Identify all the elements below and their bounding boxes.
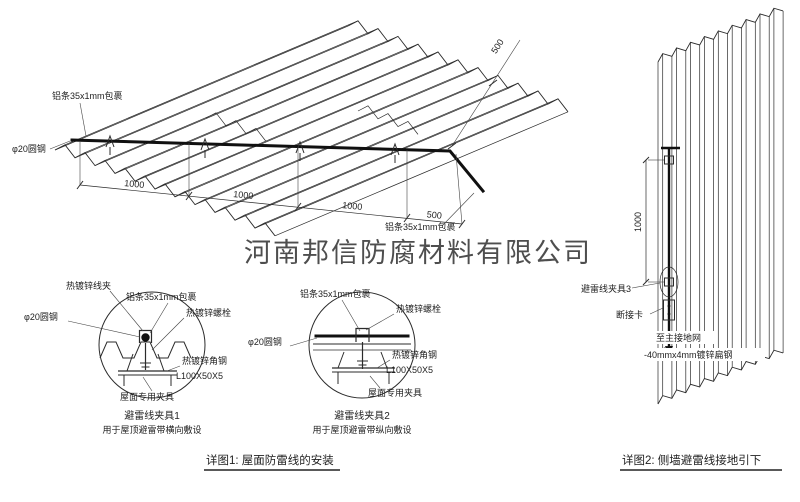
label-to-ground: 至主接地网: [656, 332, 701, 343]
label-strip-2: 铝条35x1mm包裹: [300, 288, 371, 299]
label-aluminum-strip-right: 铝条35x1mm包裹: [385, 221, 456, 232]
roof-dimension-chain: 1000 1000 1000 500: [76, 141, 466, 229]
dim-500: 500: [426, 209, 442, 221]
detail-circle-2: [308, 291, 416, 399]
corrugation-line: [205, 112, 267, 142]
label-angle-size-1: L100X50X5: [176, 371, 223, 381]
corrugation-line: [144, 51, 439, 177]
wall-corrugation-lines: [657, 7, 784, 405]
corrugation-line: [347, 20, 569, 113]
label-roof-fixture-2: 屋面专用夹具: [368, 387, 422, 398]
corrugation-line: [204, 75, 499, 200]
wire-cross-section: [141, 333, 150, 342]
label-roof-fixture-1: 屋面专用夹具: [120, 391, 174, 402]
wall-dim-1000: 1000: [633, 212, 643, 232]
corrugation-line: [74, 33, 369, 159]
dim-1000-b: 1000: [233, 189, 254, 201]
corrugation-line: [184, 67, 479, 192]
corrugation-line: [234, 95, 529, 221]
company-watermark: 河南邦信防腐材料有限公司: [244, 238, 592, 268]
lightning-wire: [70, 138, 486, 194]
wire-clamp-marks: [105, 134, 400, 163]
label-round-steel-roof: φ20圆钢: [12, 143, 46, 154]
corrugation-line: [114, 49, 409, 174]
corrugation-line: [357, 105, 419, 135]
corrugation-line: [54, 25, 349, 151]
dim-side-500: 500: [489, 37, 506, 55]
corrugation-line: [124, 43, 419, 169]
corrugation-line: [134, 56, 429, 182]
corrugation-line: [254, 103, 549, 229]
corrugation-line: [104, 36, 399, 161]
label-angle-1: 热镀锌角钢: [182, 355, 227, 366]
dim-1000-c: 1000: [342, 200, 363, 212]
roof-profile-section: [99, 341, 192, 359]
corrugation-line: [174, 72, 469, 198]
corrugation-line: [164, 59, 459, 185]
corrugation-line: [214, 88, 509, 213]
detail-1-title: 详图1: 屋面防雷线的安装: [206, 453, 334, 467]
corrugation-line: [154, 64, 449, 190]
clamp-1-usage: 用于屋顶避雷带横向敷设: [102, 424, 201, 435]
corrugation-line: [84, 28, 379, 153]
clamp-detail-2: 铝条35x1mm包裹 热镀锌螺栓 φ20圆钢 热镀锌角钢 L100X50X5 屋…: [248, 288, 441, 435]
label-angle-size-2: L100X50X5: [386, 365, 433, 375]
label-clamp-3: 避雷线夹具3: [581, 283, 631, 294]
label-bolt-2: 热镀锌螺栓: [396, 303, 441, 314]
wall-elevation-view: 1000 避雷线夹具3 断接卡 至主接地网 -40mmx4mm镀锌扁钢: [581, 7, 784, 405]
clamp-2-usage: 用于屋顶避雷带纵向敷设: [312, 424, 411, 435]
wall-dimension: 1000: [633, 156, 664, 286]
label-break-card: 断接卡: [616, 309, 643, 320]
roof-isometric-view: 1000 1000 1000 500 500 铝条35x1mm包裹 φ20圆钢 …: [12, 20, 569, 237]
label-angle-2: 热镀锌角钢: [392, 349, 437, 360]
wall-clamp-lower: [664, 277, 674, 287]
label-flat-steel: -40mmx4mm镀锌扁钢: [644, 349, 733, 360]
corrugation-line: [194, 80, 489, 205]
label-bg-to-ground: [653, 331, 717, 344]
detail-2-title: 详图2: 侧墙避雷线接地引下: [622, 453, 761, 467]
label-aluminum-strip-left: 铝条35x1mm包裹: [52, 90, 123, 101]
wall-clamp-upper: [664, 155, 674, 165]
break-card-body: [663, 299, 675, 321]
roof-corrugation-lines: [54, 20, 569, 237]
label-wire-clip-1: 热镀锌线夹: [66, 280, 111, 291]
clamp-detail-1: 热镀锌线夹 铝条35x1mm包裹 热镀锌螺栓 φ20圆钢 热镀锌角钢 L100X…: [24, 280, 231, 435]
label-rod-2: φ20圆钢: [248, 336, 282, 347]
clamp-1-name: 避雷线夹具1: [124, 409, 180, 422]
drawing-titles: 详图1: 屋面防雷线的安装 详图2: 侧墙避雷线接地引下: [204, 453, 782, 471]
detail-circle-1: [98, 291, 206, 399]
label-strip-1: 铝条35x1mm包裹: [126, 291, 197, 302]
corrugation-line: [264, 98, 559, 224]
label-bolt-1: 热镀锌螺栓: [186, 307, 231, 318]
corrugation-line: [274, 111, 569, 237]
dim-1000-a: 1000: [124, 178, 145, 190]
corrugation-line: [224, 82, 519, 208]
clamp-2-name: 避雷线夹具2: [334, 409, 390, 422]
corrugation-line: [94, 41, 389, 166]
label-bg-flat-steel: [641, 348, 765, 361]
corrugation-line: [64, 20, 359, 146]
label-rod-1: φ20圆钢: [24, 311, 58, 322]
clamp-saddle-2: [355, 327, 370, 342]
